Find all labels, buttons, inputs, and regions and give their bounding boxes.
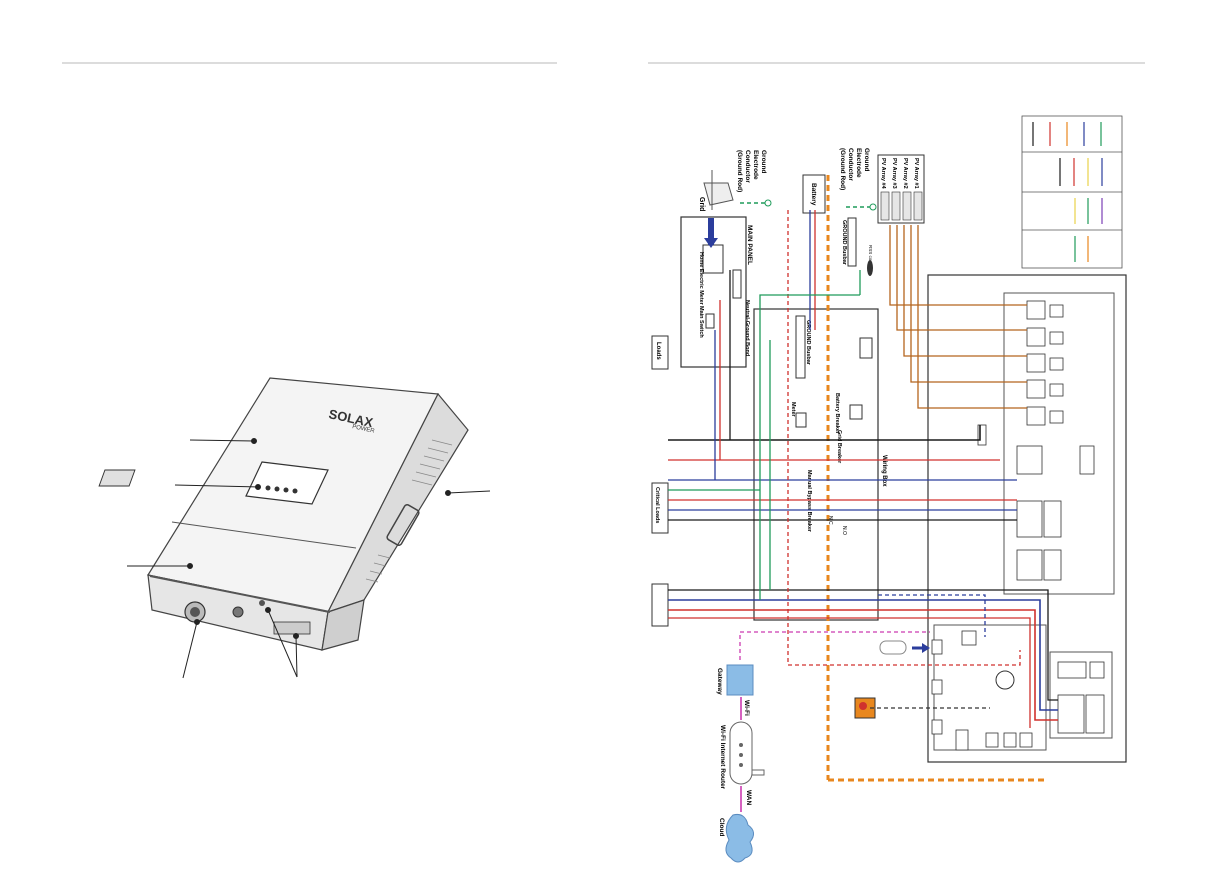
gateway-device	[726, 664, 754, 696]
manual-bypass-label: Manual Bypass Breaker	[806, 470, 812, 533]
svg-text:PV Array #4: PV Array #4	[880, 158, 886, 190]
neutral-ground-bond-label: Neutral-Ground Bond	[744, 300, 750, 356]
cloud-label: Cloud	[718, 818, 725, 836]
wan-label: WAN	[745, 790, 752, 805]
wifi-router-label: Wi-Fi Internet Router	[719, 725, 726, 790]
critical-loads-label: Critical Loads	[654, 487, 660, 523]
battery-breaker-label: Battery Breaker	[834, 393, 840, 435]
legend-box	[1021, 115, 1123, 269]
pv-terminal-blocks	[977, 300, 1095, 581]
control-board	[933, 624, 1047, 751]
svg-text:Electrode: Electrode	[855, 148, 862, 178]
inverter-body	[98, 377, 469, 651]
meter-label: Meter	[790, 402, 796, 418]
ground-electrode-label-2: Ground Electrode Conductor (Ground Rod)	[839, 148, 870, 190]
loads-box	[651, 335, 669, 370]
rss-controller-label: RSS controller	[868, 245, 873, 275]
gateway-label: Gateway	[716, 668, 723, 695]
svg-text:Conductor: Conductor	[744, 150, 751, 183]
battery-box	[802, 174, 826, 214]
ground-busbar-2	[847, 217, 857, 267]
svg-text:PV Array #1: PV Array #1	[913, 158, 919, 189]
grid-label: Grid	[698, 197, 705, 211]
critical-loads-box	[651, 482, 669, 534]
svg-text:(Ground Rod): (Ground Rod)	[736, 150, 743, 192]
inverter-outline	[927, 274, 1127, 763]
right-header-rule	[648, 62, 1145, 64]
cloud-icon	[725, 814, 754, 863]
wires	[668, 175, 1058, 782]
svg-text:PV Array #3: PV Array #3	[891, 158, 897, 189]
left-header-rule	[62, 62, 557, 64]
main-switch-label: Main Switch	[698, 306, 704, 338]
callout-lines	[127, 438, 491, 679]
no-label: N.O	[841, 526, 847, 535]
grid-pole-icon	[703, 170, 734, 210]
ground-busbar-2-label: GROUND Busbar	[841, 220, 847, 266]
ground-busbar-1-label: GROUND Busbar	[805, 320, 811, 366]
pv-arrays: PV Array #1 PV Array #2 PV Array #3 PV A…	[877, 154, 925, 224]
wifi-label: Wi-Fi	[743, 700, 750, 716]
home-meter-label: Home Electric Meter	[698, 252, 704, 306]
svg-text:Ground: Ground	[760, 150, 767, 173]
brand-sub: POWER	[352, 424, 376, 435]
grid-breaker-label: Grid Breaker	[836, 430, 842, 464]
svg-text:Electrode: Electrode	[752, 150, 759, 180]
svg-text:(Ground Rod): (Ground Rod)	[839, 148, 846, 190]
svg-text:Conductor: Conductor	[847, 148, 854, 181]
svg-text:Ground: Ground	[863, 148, 870, 171]
ground-electrode-label-1: Ground Electrode Conductor (Ground Rod)	[736, 150, 767, 192]
ground-busbar-1	[795, 315, 806, 379]
battery-label: Battery	[810, 183, 817, 206]
svg-text:PV Array #2: PV Array #2	[902, 158, 908, 189]
loads-label: Loads	[655, 342, 661, 360]
main-panel-label: MAIN PANEL	[746, 225, 753, 265]
wiring-box	[753, 308, 879, 621]
unlabeled-box	[651, 583, 669, 627]
wiring-box-label: Wiring Box	[881, 455, 887, 487]
